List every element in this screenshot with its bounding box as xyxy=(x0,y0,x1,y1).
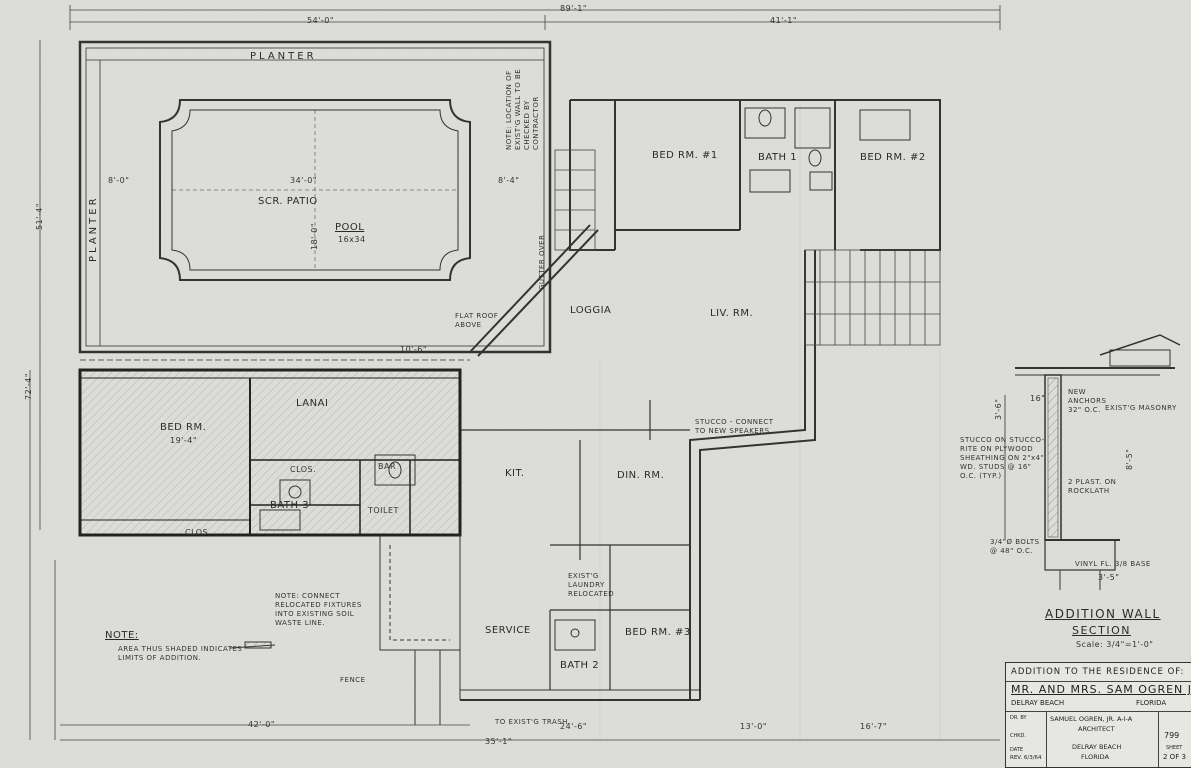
section-vinyl-note: VINYL FL. 3/8 BASE xyxy=(1075,560,1151,568)
note-laundry: EXIST'G LAUNDRY RELOCATED xyxy=(568,572,615,598)
title-block-architect-title: ARCHITECT xyxy=(1078,725,1115,733)
bedroom-width-dim: 19'-4" xyxy=(170,436,198,445)
room-label-pool: POOL xyxy=(335,222,365,233)
room-label-living-room: LIV. RM. xyxy=(710,308,754,319)
title-block-sheet-label: SHEET xyxy=(1166,745,1183,751)
room-label-bar: BAR xyxy=(378,462,397,471)
title-block-sheet: 2 OF 3 xyxy=(1163,753,1186,761)
title-block-arch-city: DELRAY BEACH xyxy=(1072,743,1122,751)
pool-size-label: 16x34 xyxy=(338,235,366,244)
dim-right-offset: 8'-4" xyxy=(498,176,520,185)
title-block-divider-1 xyxy=(1046,711,1047,767)
section-dim-3-5: 3'-5" xyxy=(1098,573,1120,582)
note-body: AREA THUS SHADED INDICATES LIMITS OF ADD… xyxy=(118,645,243,662)
planter-label-top: PLANTER xyxy=(250,51,317,62)
section-masonry-note: EXIST'G MASONRY xyxy=(1105,404,1177,412)
note-fence: FENCE xyxy=(340,676,366,684)
room-label-scr-patio: SCR. PATIO xyxy=(258,196,318,207)
section-stucco-note: STUCCO ON STUCCO-RITE ON PLYWOOD SHEATHI… xyxy=(960,436,1045,480)
title-block-job-no: 799 xyxy=(1164,731,1180,740)
room-label-loggia: LOGGIA xyxy=(570,305,612,316)
room-label-bedroom-2: BED RM. #2 xyxy=(860,152,926,163)
section-subtitle: SECTION xyxy=(1072,624,1131,637)
dim-left-lower: 72'-4" xyxy=(24,372,33,400)
note-stucco-speakers: STUCCO - CONNECT TO NEW SPEAKERS xyxy=(695,418,774,435)
dim-bottom-left: 42'-0" xyxy=(248,720,276,729)
room-label-bedroom-1: BED RM. #1 xyxy=(652,150,718,161)
title-block-row-2 xyxy=(1006,681,1191,712)
room-label-dining-room: DIN. RM. xyxy=(617,470,665,481)
title-block-state: FLORIDA xyxy=(1136,699,1167,707)
dim-top-right: 41'-1" xyxy=(770,16,798,25)
title-block-client: MR. AND MRS. SAM OGREN JR. xyxy=(1011,683,1191,696)
planter-label-left: PLANTER xyxy=(88,195,99,262)
dim-top-left: 54'-0" xyxy=(307,16,335,25)
dim-bottom-c: 16'-7" xyxy=(860,722,888,731)
room-label-bath-3: BATH 3 xyxy=(270,500,310,511)
section-dim-3-6: 3'-6" xyxy=(994,398,1003,420)
room-label-bath-1: BATH 1 xyxy=(758,152,798,163)
dim-bottom-mid: 35'-1" xyxy=(485,737,513,746)
room-label-toilet: TOILET xyxy=(368,506,399,515)
section-title: ADDITION WALL xyxy=(1045,607,1161,621)
title-block-city-left: DELRAY BEACH xyxy=(1011,699,1065,707)
title-block-architect: SAMUEL OGREN, JR. A-I-A xyxy=(1050,715,1133,723)
dim-left-offset: 8'-0" xyxy=(108,176,130,185)
title-block-row-1 xyxy=(1006,663,1191,682)
section-bolts-note: 3/4"Ø BOLTS @ 48" O.C. xyxy=(990,538,1040,555)
room-label-bath-2: BATH 2 xyxy=(560,660,600,671)
section-anchors-note: NEW ANCHORS 32" O.C. xyxy=(1068,388,1107,414)
section-scale: Scale: 3/4"=1'-0" xyxy=(1076,640,1154,649)
dim-top-overall: 89'-1" xyxy=(560,4,588,13)
note-connect-fixtures: NOTE: CONNECT RELOCATED FIXTURES INTO EX… xyxy=(275,592,362,627)
title-block-date: REV. 6/3/64 xyxy=(1010,755,1042,761)
note-trash: TO EXIST'G TRASH. xyxy=(495,718,571,726)
dim-lanai-depth: 10'-6" xyxy=(400,345,428,354)
dim-left-side: 51'-4" xyxy=(35,202,44,230)
section-dim-8-5: 8'-5" xyxy=(1125,448,1134,470)
title-block-heading: ADDITION TO THE RESIDENCE OF: xyxy=(1011,667,1185,677)
dim-bottom-b: 13'-0" xyxy=(740,722,768,731)
title-block-checked: CHKD. xyxy=(1010,733,1026,739)
title-block-arch-state: FLORIDA xyxy=(1081,753,1110,761)
title-block-drawn-by: DR. BY xyxy=(1010,715,1027,721)
title-block: ADDITION TO THE RESIDENCE OF: MR. AND MR… xyxy=(1005,662,1191,768)
room-label-closet-1: CLOS. xyxy=(290,465,317,474)
note-gutter-over: GUTTER OVER xyxy=(538,234,546,290)
room-label-service: SERVICE xyxy=(485,625,531,636)
dim-pool-width: 18'-0" xyxy=(310,222,319,250)
dim-bottom-a: 24'-6" xyxy=(560,722,588,731)
section-plaster-note: 2 PLAST. ON ROCKLATH xyxy=(1068,478,1117,495)
room-label-bedroom-3: BED RM. #3 xyxy=(625,627,691,638)
title-block-divider-2 xyxy=(1158,711,1159,767)
room-label-bedroom-lanai: BED RM. xyxy=(160,422,207,433)
room-label-closet-2: CLOS. xyxy=(185,528,212,537)
note-title: NOTE: xyxy=(105,630,139,641)
room-label-lanai: LANAI xyxy=(296,398,329,409)
section-dim-16: 16" xyxy=(1030,394,1046,403)
note-exist-wall: NOTE: LOCATION OF EXIST'G WALL TO BE CHE… xyxy=(505,68,540,150)
room-label-kitchen: KIT. xyxy=(505,468,525,479)
dim-pool-length: 34'-0" xyxy=(290,176,318,185)
note-flat-roof: FLAT ROOF ABOVE xyxy=(455,312,499,329)
title-block-date-label: DATE xyxy=(1010,747,1024,753)
